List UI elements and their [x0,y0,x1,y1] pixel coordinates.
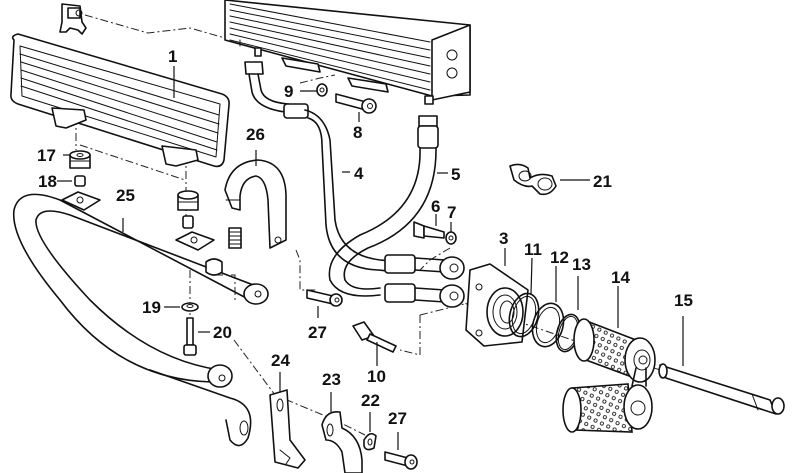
leader-lines [57,66,684,450]
bolt-27-middle [306,289,343,307]
callout-27-lower: 27 [388,409,407,428]
bolt-8 [335,93,377,114]
callout-19: 19 [142,298,161,317]
washer-9 [316,83,328,97]
callout-21: 21 [593,172,612,191]
bracket-23 [321,410,363,473]
callout-9: 9 [284,82,293,101]
callout-27-middle: 27 [308,323,327,342]
bolt-27-lower [384,451,418,470]
callout-15: 15 [674,291,693,310]
callout-7: 7 [447,203,456,222]
callout-10: 10 [367,367,386,386]
callout-4: 4 [354,164,364,183]
callout-18: 18 [38,172,57,191]
bolt-10 [352,321,397,353]
seal-ring-7 [445,231,457,245]
gasket-ring-12 [531,302,565,348]
oil-line-4 [244,61,465,280]
oil-filter-element-14 [573,318,656,383]
callout-17: 17 [37,146,56,165]
washer-19 [181,302,199,312]
callout-24: 24 [271,351,290,370]
callout-25: 25 [116,186,135,205]
support-bracket-25 [12,191,269,447]
callout-6: 6 [431,197,440,216]
bolt-20 [183,317,197,356]
oil-line-5 [328,115,465,308]
callout-22: 22 [361,391,380,410]
hollow-bolt-6 [413,221,445,239]
oil-cooler-radiator [224,0,471,105]
callout-5: 5 [451,165,460,184]
clamp-bracket-26 [224,159,287,249]
callout-1: 1 [168,47,177,66]
callout-13: 13 [572,255,591,274]
center-bolt-15 [658,363,785,415]
nut-clip-22 [363,432,377,451]
clip-top-left [59,3,87,35]
oil-cooler-grille [10,33,230,168]
callout-26: 26 [246,125,265,144]
rubber-mount-17 [69,150,91,169]
rubber-mount-right [177,190,199,229]
bracket-24 [269,389,306,469]
callout-20: 20 [213,323,232,342]
oil-filter-element-lower [562,367,653,433]
callout-23: 23 [322,370,341,389]
callout-8: 8 [353,123,362,142]
callout-labels: 1 9 8 26 4 5 21 17 18 25 6 7 3 11 12 13 … [37,47,693,428]
spacer-18 [74,175,86,187]
hose-clip-21 [509,163,557,196]
callout-3: 3 [499,229,508,248]
callout-11: 11 [524,240,542,259]
callout-14: 14 [611,268,630,287]
callout-12: 12 [550,248,569,267]
